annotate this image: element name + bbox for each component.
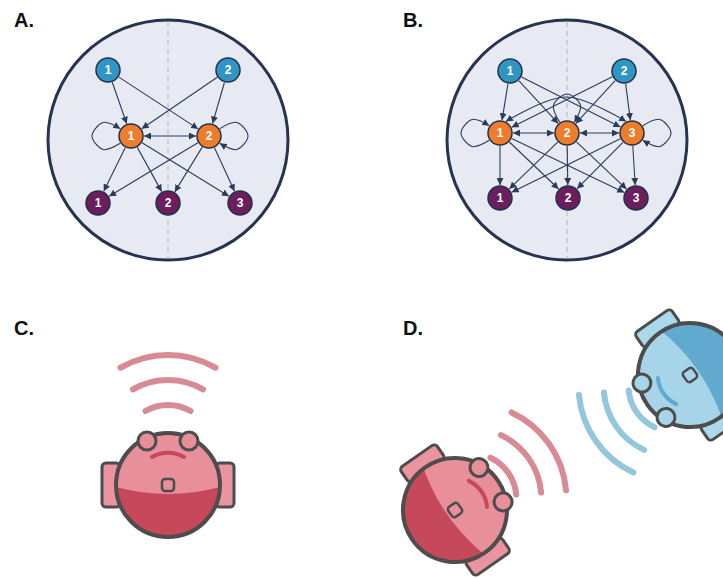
network-boundary	[447, 20, 687, 260]
output-neuron: 1	[85, 190, 111, 216]
neuron-number: 3	[629, 127, 636, 139]
robot	[609, 291, 723, 459]
connector-arrow	[576, 142, 626, 189]
neuron-number: 1	[95, 197, 102, 209]
input-neuron: 2	[215, 57, 241, 83]
hidden-neuron: 1	[487, 120, 513, 146]
neuron-outline	[620, 121, 644, 145]
neuron-outline	[86, 191, 110, 215]
neuron-number: 1	[128, 130, 135, 142]
connector-arrow	[519, 81, 558, 124]
robot	[102, 432, 234, 537]
neuron-outline	[197, 124, 221, 148]
neuron-number: 1	[507, 65, 514, 77]
connector-arrow	[626, 84, 631, 120]
connector-arrow	[643, 119, 671, 146]
connector-arrow	[112, 82, 126, 123]
connector-arrow	[175, 147, 202, 192]
divider-line	[167, 22, 168, 258]
neuron-number: 1	[105, 64, 112, 76]
connector-arrow	[109, 143, 198, 197]
connector-arrow	[576, 81, 615, 124]
neuron-outline	[156, 191, 180, 215]
neuron-number: 2	[206, 130, 213, 142]
connector-arrow	[522, 77, 621, 127]
neuron-outline	[556, 186, 580, 210]
neuron-outline	[555, 121, 579, 145]
panel-label: B.	[403, 10, 423, 30]
panel-label: D.	[403, 318, 423, 338]
connector-arrow	[461, 119, 489, 146]
neuron-outline	[498, 59, 522, 83]
input-neuron: 1	[95, 57, 121, 83]
connector-arrow	[513, 132, 554, 133]
hidden-neuron: 3	[619, 120, 645, 146]
output-neuron: 1	[487, 185, 513, 211]
neuron-number: 1	[497, 127, 504, 139]
connector-arrow	[220, 122, 248, 149]
connector-arrow	[137, 147, 161, 191]
neuron-number: 2	[165, 197, 172, 209]
output-neuron: 2	[155, 190, 181, 216]
neuron-outline	[488, 186, 512, 210]
panel-label: A.	[14, 10, 34, 30]
neuron-outline	[228, 191, 252, 215]
connector-arrow	[119, 77, 198, 129]
hidden-neuron: 2	[554, 120, 580, 146]
neuron-number: 3	[633, 192, 640, 204]
panel-label: C.	[14, 318, 34, 338]
connector-arrow	[144, 135, 196, 136]
neuron-number: 1	[497, 192, 504, 204]
neuron-outline	[612, 59, 636, 83]
connector-arrow	[506, 97, 626, 121]
signal-waves	[121, 355, 216, 411]
connector-arrow	[502, 84, 508, 120]
neuron-number: 2	[565, 192, 572, 204]
neuron-outline	[624, 186, 648, 210]
neuron-outline	[216, 58, 240, 82]
connector-arrow	[512, 77, 613, 127]
hidden-neuron: 2	[196, 123, 222, 149]
neuron-number: 3	[237, 197, 244, 209]
connector-arrow	[633, 146, 635, 185]
hidden-neuron: 1	[118, 123, 144, 149]
neuron-number: 2	[225, 64, 232, 76]
output-neuron: 3	[227, 190, 253, 216]
connector-arrow	[142, 77, 218, 128]
robot	[375, 426, 537, 578]
neuron-number: 2	[621, 65, 628, 77]
neuron-outline	[488, 121, 512, 145]
output-neuron: 2	[555, 185, 581, 211]
connector-arrow	[512, 139, 625, 193]
connector-arrow	[580, 132, 619, 133]
input-neuron: 2	[611, 58, 637, 84]
neuron-outline	[96, 58, 120, 82]
input-neuron: 1	[497, 58, 523, 84]
connector-arrow	[213, 82, 225, 123]
output-neuron: 3	[623, 185, 649, 211]
connector-arrow	[577, 142, 623, 188]
connector-arrow	[512, 139, 621, 193]
connector-arrow	[92, 122, 120, 149]
neuron-outline	[119, 124, 143, 148]
connector-arrow	[499, 146, 500, 185]
network-boundary	[48, 20, 288, 260]
connector-arrow	[214, 148, 234, 191]
neuron-number: 2	[564, 127, 571, 139]
connector-arrow	[104, 148, 126, 192]
